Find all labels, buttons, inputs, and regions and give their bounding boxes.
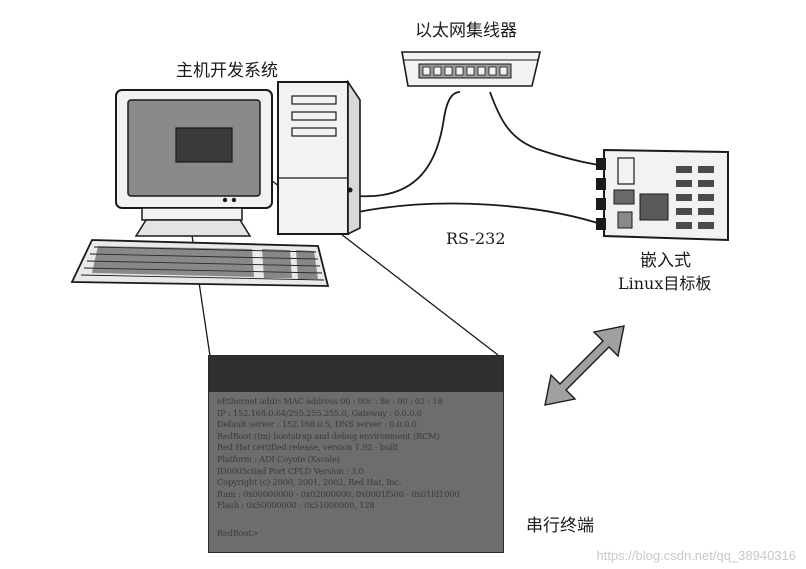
terminal-label: 串行终端 — [526, 516, 594, 536]
embedded-board — [596, 148, 729, 242]
hub-label: 以太网集线器 — [415, 21, 517, 41]
ethernet-cable-board — [489, 91, 609, 167]
watermark: https://blog.csdn.net/qq_38940316 — [596, 548, 797, 563]
host-tower — [277, 79, 361, 236]
terminal-line: Red Hat certified release, version 1.92 … — [217, 442, 399, 453]
serial-label: RS-232 — [446, 229, 506, 248]
terminal-line: Ram : 0x00000000 - 0x02000000, 0x0001f50… — [217, 488, 460, 499]
terminal-line: Platform : ADI Coyote (Xscale) — [217, 453, 340, 464]
ethernet-hub — [401, 51, 542, 87]
ethernet-cable-host — [357, 91, 461, 198]
terminal-output: eEthernet addr: MAC address 00 : 00c : 8… — [209, 392, 503, 540]
host-monitor — [115, 89, 273, 237]
serial-terminal-window: eEthernet addr: MAC address 00 : 00c : 8… — [208, 355, 504, 553]
host-keyboard — [70, 239, 330, 287]
terminal-title-bar — [209, 356, 503, 392]
board-label-line1: 嵌入式 — [640, 251, 691, 271]
terminal-prompt: RedBoot> — [217, 527, 259, 538]
terminal-line: IP : 152.168.0.64/255.255.255.0, Gateway… — [217, 407, 422, 418]
terminal-line: RedBoot (tm) bootstrap and debug environ… — [217, 430, 440, 441]
board-label-line2: Linux目标板 — [618, 274, 712, 293]
terminal-line: ID0005c0ad Port CPLD Version : 3.0 — [217, 465, 364, 476]
host-label: 主机开发系统 — [176, 61, 278, 81]
serial-cable — [357, 202, 605, 226]
terminal-line: Default server : 152.168.0.5, DNS server… — [217, 419, 417, 430]
terminal-line: Copyright (c) 2000, 2001, 2002, Red Hat,… — [217, 477, 402, 488]
terminal-line: Flash : 0x50000000 - 0x51000000, 128 — [217, 500, 375, 511]
terminal-line: eEthernet addr: MAC address 00 : 00c : 8… — [217, 396, 443, 406]
bidirectional-arrow — [544, 325, 625, 406]
